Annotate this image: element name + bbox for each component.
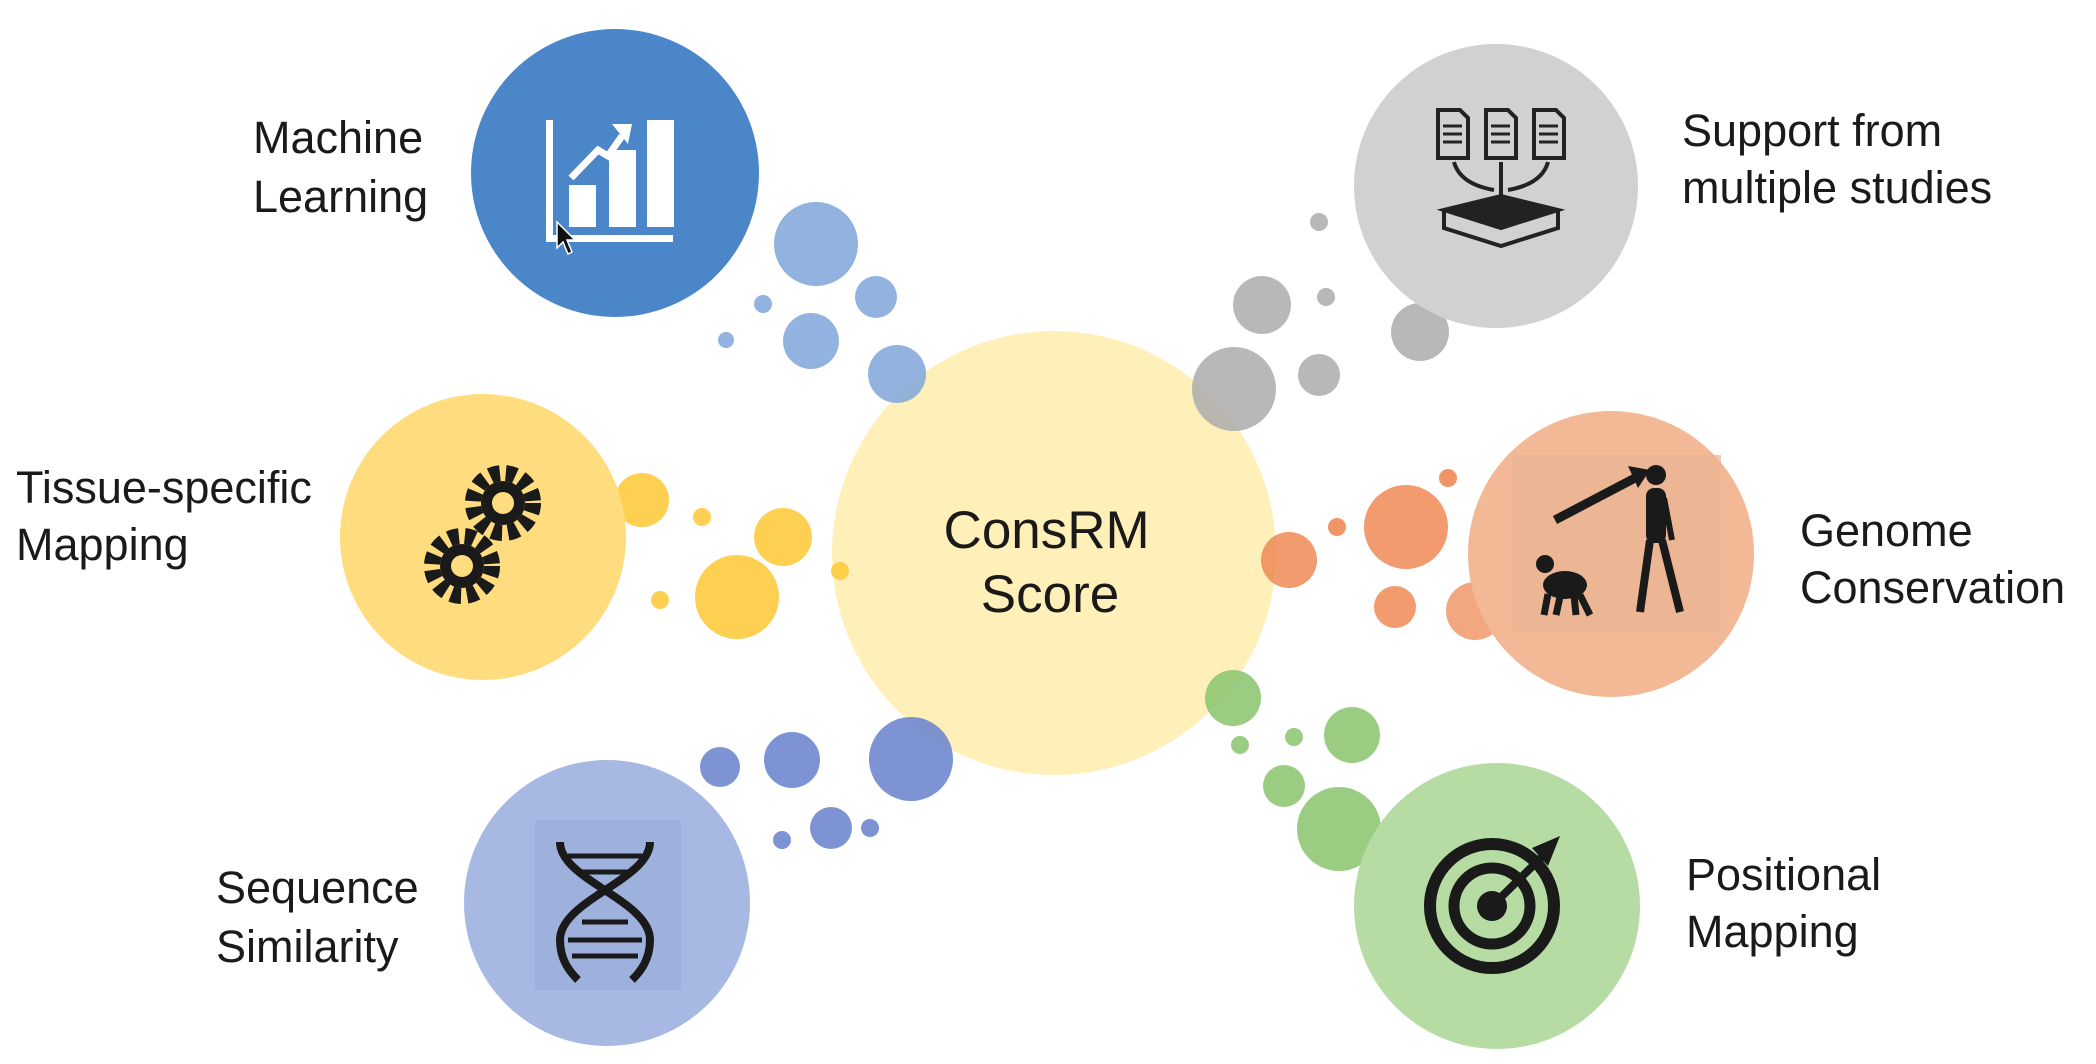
bubble <box>1391 303 1449 361</box>
bubble <box>868 345 926 403</box>
bubble <box>1317 288 1335 306</box>
node-genome-conservation <box>1468 411 1754 697</box>
label-line1: Sequence <box>216 862 419 913</box>
node-circle <box>1354 44 1638 328</box>
bubble <box>700 747 740 787</box>
label-line2: Mapping <box>1686 906 1859 957</box>
positional-mapping-label: Positional Mapping <box>1686 849 1894 957</box>
bubble <box>774 202 858 286</box>
center-label: ConsRM Score <box>944 501 1165 624</box>
center-label-line1: ConsRM <box>944 501 1150 560</box>
label-line2: Conservation <box>1800 562 2065 613</box>
gray-bubbles <box>1192 213 1449 431</box>
bubble <box>695 555 779 639</box>
node-circle <box>340 394 626 680</box>
sequence-similarity-label: Sequence Similarity <box>216 862 431 972</box>
label-line1: Genome <box>1800 505 1973 556</box>
bubble <box>861 819 879 837</box>
bubble <box>810 807 852 849</box>
bubble <box>1261 532 1317 588</box>
bubble <box>764 732 820 788</box>
bubble <box>693 508 711 526</box>
center-label-line2: Score <box>981 565 1119 624</box>
bubble <box>615 473 669 527</box>
green-bubbles <box>1205 670 1381 871</box>
genome-conservation-label: Genome Conservation <box>1800 505 2065 613</box>
bubble <box>869 717 953 801</box>
label-line1: Tissue-specific <box>16 462 312 513</box>
center-circle <box>832 331 1276 775</box>
bar-chart-icon <box>546 120 674 242</box>
documents-merge-icon <box>1436 108 1566 249</box>
node-tissue-mapping <box>340 394 626 680</box>
bubble <box>1298 354 1340 396</box>
bubble <box>718 332 734 348</box>
label-line2: Mapping <box>16 519 189 570</box>
mouse-cursor-icon <box>556 220 577 256</box>
bubble <box>1231 736 1249 754</box>
bubble <box>1285 728 1303 746</box>
node-sequence-similarity <box>464 760 750 1046</box>
node-positional-mapping <box>1354 763 1640 1049</box>
orange-bubbles <box>1261 469 1504 640</box>
label-line1: Positional <box>1686 849 1881 900</box>
label-line2: multiple studies <box>1682 162 1992 213</box>
evolution-icon <box>1536 465 1684 617</box>
bubble <box>1192 347 1276 431</box>
node-machine-learning <box>471 29 759 317</box>
bubble <box>1328 518 1346 536</box>
gears-icon <box>424 465 541 604</box>
label-line1: Machine <box>253 112 423 163</box>
bubble <box>1324 707 1380 763</box>
bubble <box>1205 670 1261 726</box>
bubble <box>1374 586 1416 628</box>
dna-icon <box>555 841 655 983</box>
bubble <box>651 591 669 609</box>
tissue-mapping-label: Tissue-specific Mapping <box>16 462 324 570</box>
bubble <box>831 562 849 580</box>
support-studies-label: Support from multiple studies <box>1682 105 1992 213</box>
bubble <box>855 276 897 318</box>
bubble <box>1439 469 1457 487</box>
label-line2: Similarity <box>216 921 399 972</box>
target-icon <box>1424 836 1560 974</box>
label-line1: Support from <box>1682 105 1942 156</box>
bubble <box>754 508 812 566</box>
bubble <box>783 313 839 369</box>
bubble <box>1364 485 1448 569</box>
bubble <box>1233 276 1291 334</box>
bubble <box>773 831 791 849</box>
blue-bubbles <box>718 202 926 403</box>
node-support-studies <box>1354 44 1638 328</box>
indigo-bubbles <box>700 717 953 849</box>
bubble <box>754 295 772 313</box>
label-line2: Learning <box>253 171 428 222</box>
machine-learning-label: Machine Learning <box>253 112 436 222</box>
yellow-bubbles <box>615 473 849 639</box>
bubble <box>1310 213 1328 231</box>
bubble <box>1263 765 1305 807</box>
bubble <box>1297 787 1381 871</box>
